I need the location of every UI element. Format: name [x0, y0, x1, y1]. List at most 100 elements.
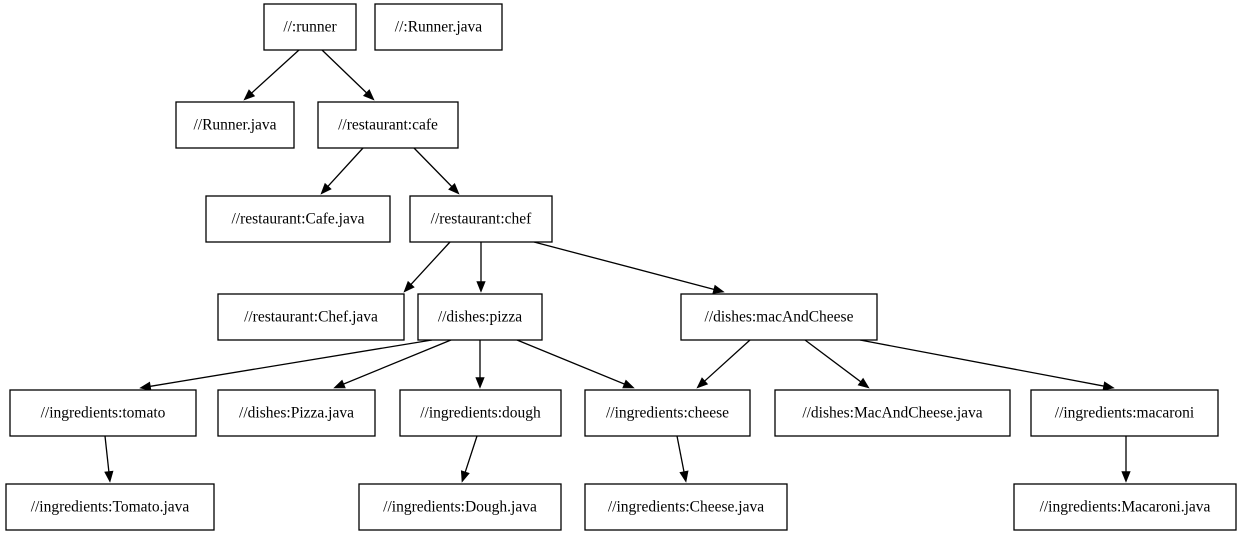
graph-node[interactable]: //ingredients:dough	[399, 389, 562, 437]
graph-node[interactable]: //dishes:pizza	[417, 293, 543, 341]
node-box[interactable]	[1030, 389, 1219, 437]
graph-edge	[104, 435, 114, 483]
node-box[interactable]	[399, 389, 562, 437]
node-label: //dishes:MacAndCheese.java	[802, 405, 982, 422]
edge-line	[150, 339, 433, 387]
graph-edge	[403, 241, 451, 293]
graph-node[interactable]: //ingredients:Cheese.java	[584, 483, 788, 531]
node-label: //dishes:pizza	[438, 309, 522, 326]
node-box[interactable]	[774, 389, 1011, 437]
graph-edge	[321, 49, 375, 101]
edge-arrowhead-icon	[1121, 471, 1131, 483]
edge-arrowhead-icon	[476, 281, 486, 293]
node-label: //restaurant:chef	[431, 211, 533, 228]
edge-line	[859, 339, 1104, 387]
graph-nodes-layer: //:runner //:Runner.java //Runner.java //re…	[5, 3, 1237, 531]
graph-edge	[476, 242, 486, 293]
graph-edge	[413, 147, 460, 195]
node-label: //ingredients:Macaroni.java	[1040, 499, 1211, 516]
graph-edge	[533, 241, 725, 294]
graph-node[interactable]: //dishes:Pizza.java	[217, 389, 376, 437]
node-box[interactable]	[5, 483, 215, 531]
node-label: //:runner	[283, 19, 337, 36]
graph-node[interactable]: //ingredients:Tomato.java	[5, 483, 215, 531]
edge-line	[251, 49, 300, 94]
node-box[interactable]	[358, 483, 562, 531]
graph-node[interactable]: //ingredients:tomato	[9, 389, 197, 437]
node-label: //ingredients:macaroni	[1055, 405, 1195, 422]
edge-arrowhead-icon	[475, 377, 485, 389]
graph-edge	[333, 339, 452, 389]
node-label: //restaurant:Chef.java	[244, 309, 378, 326]
node-box[interactable]	[584, 483, 788, 531]
graph-edges-layer	[104, 49, 1131, 483]
graph-node[interactable]: //restaurant:cafe	[317, 101, 459, 149]
edge-line	[533, 241, 715, 290]
node-box[interactable]	[374, 3, 503, 51]
edge-line	[464, 435, 478, 473]
node-box[interactable]	[584, 389, 751, 437]
graph-edge	[804, 339, 870, 389]
graph-edge	[139, 339, 433, 391]
node-box[interactable]	[680, 293, 878, 341]
edge-arrowhead-icon	[333, 379, 346, 389]
node-label: //ingredients:Dough.java	[383, 499, 537, 516]
node-box[interactable]	[175, 101, 295, 149]
edge-line	[327, 147, 364, 187]
graph-node[interactable]: //restaurant:Cafe.java	[205, 195, 391, 243]
edge-arrowhead-icon	[460, 470, 470, 483]
edge-arrowhead-icon	[857, 377, 870, 389]
edge-arrowhead-icon	[1102, 381, 1115, 391]
node-label: //ingredients:Cheese.java	[608, 499, 764, 516]
node-box[interactable]	[217, 389, 376, 437]
node-label: //dishes:Pizza.java	[239, 405, 354, 422]
graph-edge	[1121, 436, 1131, 483]
edge-arrowhead-icon	[712, 284, 725, 294]
edge-line	[516, 339, 625, 385]
edge-arrowhead-icon	[403, 280, 415, 293]
edge-arrowhead-icon	[362, 89, 375, 101]
edge-arrowhead-icon	[320, 182, 332, 195]
edge-line	[704, 339, 751, 382]
node-box[interactable]	[1013, 483, 1237, 531]
graph-node[interactable]: //dishes:macAndCheese	[680, 293, 878, 341]
graph-edge	[320, 147, 364, 195]
edge-arrowhead-icon	[696, 377, 709, 389]
graph-edge	[243, 49, 300, 101]
graph-node[interactable]: //ingredients:Macaroni.java	[1013, 483, 1237, 531]
node-box[interactable]	[205, 195, 391, 243]
node-box[interactable]	[9, 389, 197, 437]
edge-line	[676, 435, 685, 472]
graph-node[interactable]: //ingredients:Dough.java	[358, 483, 562, 531]
graph-node[interactable]: //:Runner.java	[374, 3, 503, 51]
node-box[interactable]	[217, 293, 405, 341]
edge-arrowhead-icon	[104, 470, 114, 483]
graph-node[interactable]: //ingredients:macaroni	[1030, 389, 1219, 437]
graph-node[interactable]: //Runner.java	[175, 101, 295, 149]
graph-edge	[859, 339, 1115, 391]
edge-arrowhead-icon	[679, 470, 689, 483]
node-label: //ingredients:cheese	[606, 405, 729, 422]
edge-line	[343, 339, 452, 385]
graph-node[interactable]: //:runner	[263, 3, 357, 51]
edge-line	[410, 241, 451, 285]
node-label: //ingredients:Tomato.java	[31, 499, 190, 516]
edge-line	[104, 435, 110, 472]
edge-line	[321, 49, 367, 94]
node-box[interactable]	[317, 101, 459, 149]
edge-arrowhead-icon	[139, 381, 152, 391]
node-label: //ingredients:dough	[420, 405, 541, 422]
graph-node[interactable]: //ingredients:cheese	[584, 389, 751, 437]
graph-node[interactable]: //dishes:MacAndCheese.java	[774, 389, 1011, 437]
node-box[interactable]	[417, 293, 543, 341]
edge-line	[413, 147, 453, 187]
node-box[interactable]	[409, 195, 553, 243]
graph-node[interactable]: //restaurant:chef	[409, 195, 553, 243]
node-label: //restaurant:cafe	[338, 117, 438, 134]
graph-node[interactable]: //restaurant:Chef.java	[217, 293, 405, 341]
node-box[interactable]	[263, 3, 357, 51]
graph-edge	[696, 339, 751, 389]
edge-arrowhead-icon	[243, 89, 256, 101]
